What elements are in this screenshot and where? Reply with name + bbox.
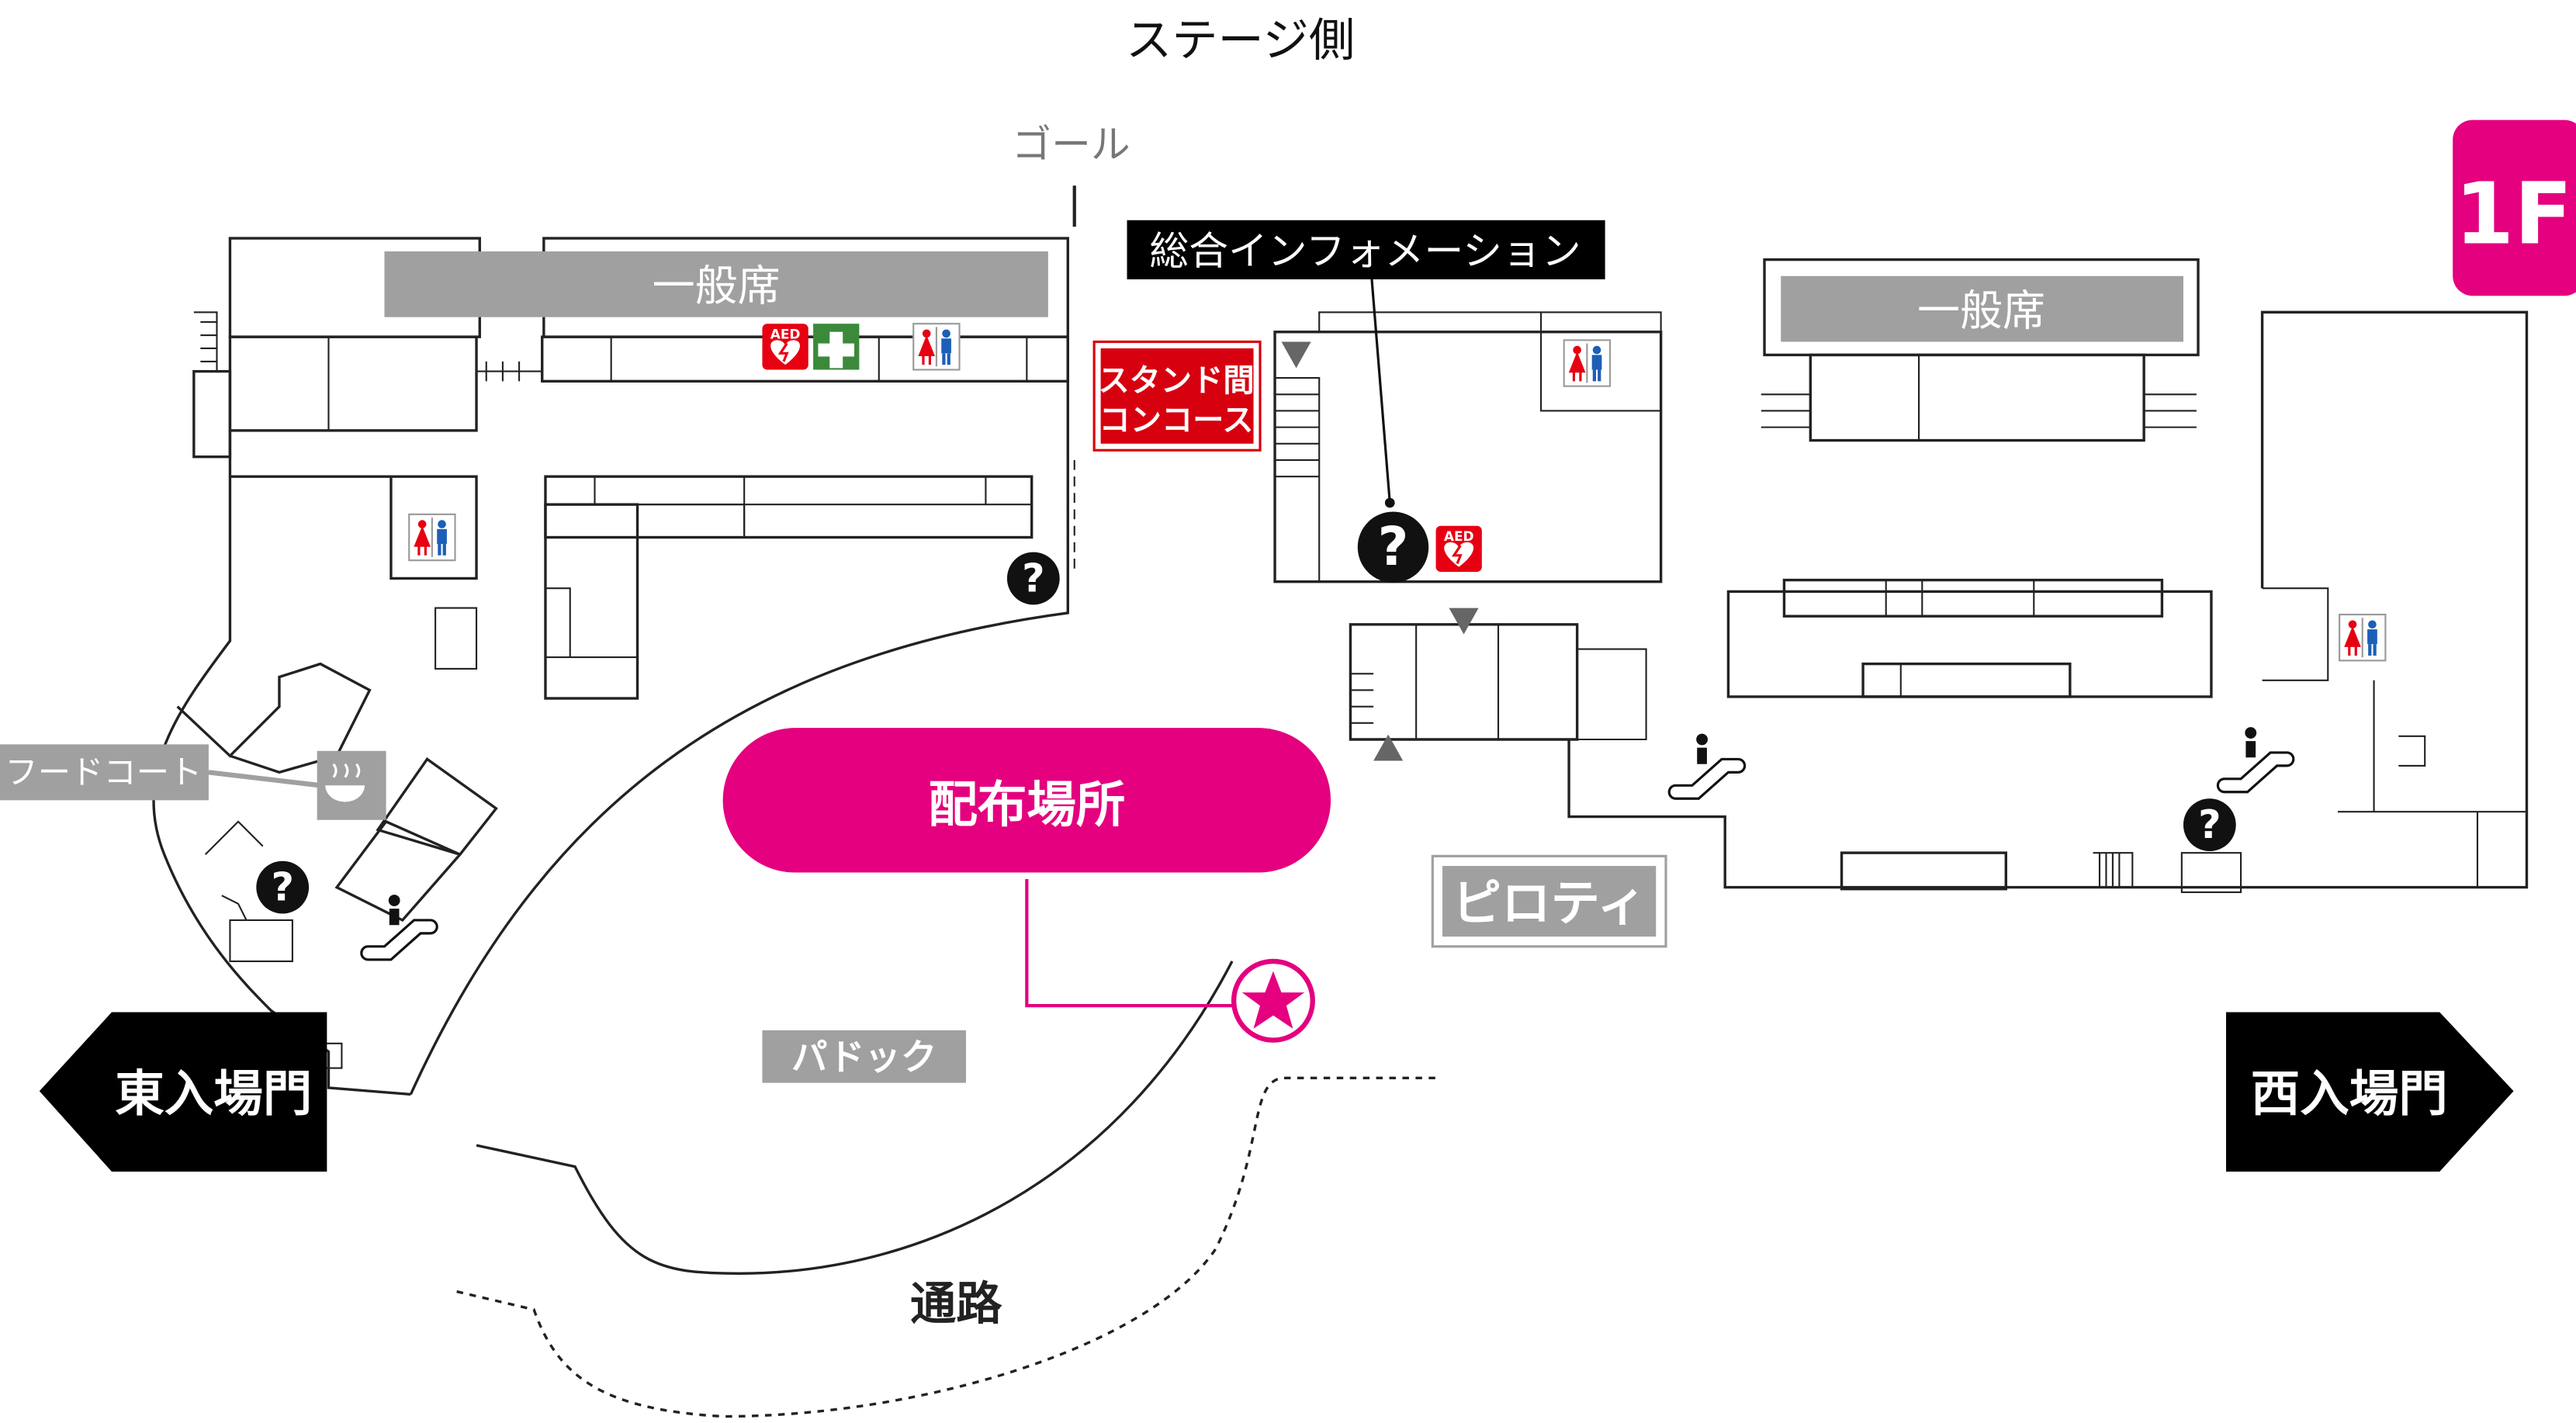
info-center-label: 総合インフォメーション [1149,228,1581,274]
restroom-icon [1564,340,1610,386]
east-gate-label: 東入場門 [115,1065,312,1123]
floor-label: 1F [2455,164,2573,263]
aed-icon: AED [1435,525,1482,572]
general-seat-left-label: 一般席 [653,261,781,311]
food-court-label-box: フードコート [0,744,386,820]
stage-side-label: ステージ側 [1126,13,1355,67]
escalator-icon [1667,732,1747,800]
question-icon: ? [2183,798,2236,852]
triangle-marker-icon [1449,608,1479,635]
question-mark: ? [1022,555,1044,601]
triangle-marker-icon [1281,341,1311,369]
floor-badge: 1F [2453,119,2576,296]
question-icon: ? [256,860,310,914]
distribution-label: 配布場所 [928,776,1125,833]
goal-label: ゴール [1012,121,1130,167]
aed-icon: AED [762,324,808,370]
piloti-label: ピロティ [1452,874,1646,932]
west-gate[interactable]: 西入場門 [2226,1012,2514,1172]
aed-label: AED [770,326,801,341]
question-icon: ? [1357,511,1429,583]
restroom-icon [913,324,959,369]
concourse-label-box: スタンド間 コンコース [1092,340,1262,452]
question-icon: ? [1006,552,1060,605]
aed-label: AED [1444,528,1474,544]
west-gate-label: 西入場門 [2251,1065,2448,1123]
escalator-icon [2216,725,2295,794]
concourse-label-line2: コンコース [1099,403,1253,438]
paddock-label-box: パドック [762,1030,966,1083]
piloti-label-box: ピロティ [1431,854,1667,948]
concourse-label-line1: スタンド間 [1098,363,1254,399]
star-icon [1231,958,1315,1043]
first-aid-icon [813,324,860,370]
triangle-marker-icon [1373,734,1404,761]
info-center-label-box: 総合インフォメーション [1127,220,1605,508]
general-seat-left: 一般席 [384,251,1048,317]
distribution-point[interactable]: 配布場所 [722,728,1331,1043]
question-mark: ? [2198,802,2221,847]
restroom-icon [409,514,455,560]
general-seat-right: 一般席 [1781,275,2183,342]
passage-label: 通路 [910,1277,1002,1331]
floor-plan-walls [152,237,2529,1418]
general-seat-right-label: 一般席 [1917,286,2045,335]
question-mark: ? [271,864,293,910]
east-gate[interactable]: 東入場門 [39,1012,327,1172]
paddock-label: パドック [791,1037,937,1079]
food-icon [317,750,386,820]
restroom-icon [2339,615,2385,660]
food-court-label: フードコート [5,753,202,791]
question-mark: ? [1378,516,1409,578]
